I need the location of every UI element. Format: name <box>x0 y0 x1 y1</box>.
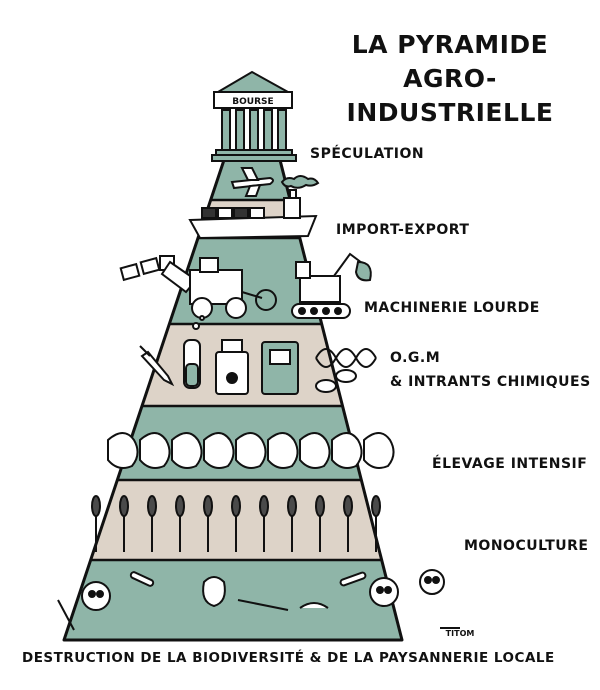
skull-bones-icon <box>57 569 460 631</box>
tier-label-ogm-line1: O.G.M <box>390 350 441 366</box>
title-line-1: LA PYRAMIDE <box>351 30 549 59</box>
tier-label-elevage: ÉLEVAGE INTENSIF <box>432 456 588 472</box>
chicken-icon <box>107 432 395 469</box>
bourse-sign: BOURSE <box>232 97 273 107</box>
bourse-building <box>211 70 297 162</box>
page-title: LA PYRAMIDE AGRO-INDUSTRIELLE <box>330 28 570 130</box>
tier-label-machinerie: MACHINERIE LOURDE <box>364 300 540 316</box>
band-ogm <box>64 324 402 406</box>
title-line-2: AGRO-INDUSTRIELLE <box>346 64 554 127</box>
tier-label-monoculture: MONOCULTURE <box>464 538 589 554</box>
base-label: DESTRUCTION DE LA BIODIVERSITÉ & DE LA P… <box>22 650 555 666</box>
plane-icon <box>230 167 320 197</box>
chemistry-icon <box>139 315 377 395</box>
signature: TITOM <box>446 629 475 638</box>
band-destruction <box>64 560 402 640</box>
tractor-icon <box>119 252 372 319</box>
tier-label-import-export: IMPORT-EXPORT <box>336 222 470 238</box>
tier-label-speculation: SPÉCULATION <box>310 146 425 162</box>
band-monoculture <box>64 480 402 560</box>
wheat-icon <box>91 495 381 552</box>
cargo-ship-icon <box>188 189 318 240</box>
tier-label-ogm-line2: & INTRANTS CHIMIQUES <box>390 374 591 390</box>
